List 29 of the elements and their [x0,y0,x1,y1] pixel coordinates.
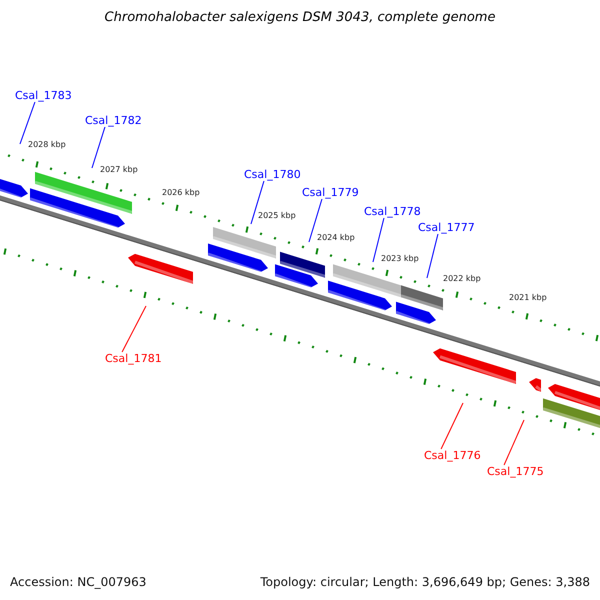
leader-line [308,198,322,242]
scale-label: 2026 kbp [162,188,200,198]
leader-line [92,126,106,168]
leader-line [20,102,36,144]
gene-label: Csal_1776 [424,449,481,462]
scale-label: 2023 kbp [381,254,419,264]
gene-label: Csal_1782 [85,114,142,127]
accession-text: Accession: NC_007963 [10,575,146,589]
scale-label: 2021 kbp [509,293,547,303]
leader-line [122,306,146,352]
gene-label: Csal_1781 [105,352,162,365]
gene-label: Csal_1778 [364,205,421,218]
scale-label: 2027 kbp [100,165,138,175]
scale-label: 2024 kbp [317,233,355,243]
leader-line [372,218,384,262]
gene-label: Csal_1783 [15,89,72,102]
leader-line [426,234,438,278]
diagram-title: Chromohalobacter salexigens DSM 3043, complete genome [104,10,496,25]
leader-line [440,402,464,450]
gene-label: Csal_1780 [244,168,301,181]
scale-label: 2022 kbp [443,274,481,284]
gene-label: Csal_1777 [418,221,475,234]
gene-label: Csal_1775 [487,465,544,478]
scale-label: 2025 kbp [258,211,296,221]
leader-line [250,180,264,224]
leader-line [504,420,524,466]
gene-label: Csal_1779 [302,186,359,199]
scale-label: 2028 kbp [28,140,66,150]
genome-info-text: Topology: circular; Length: 3,696,649 bp; Genes: 3,388 [260,575,590,589]
